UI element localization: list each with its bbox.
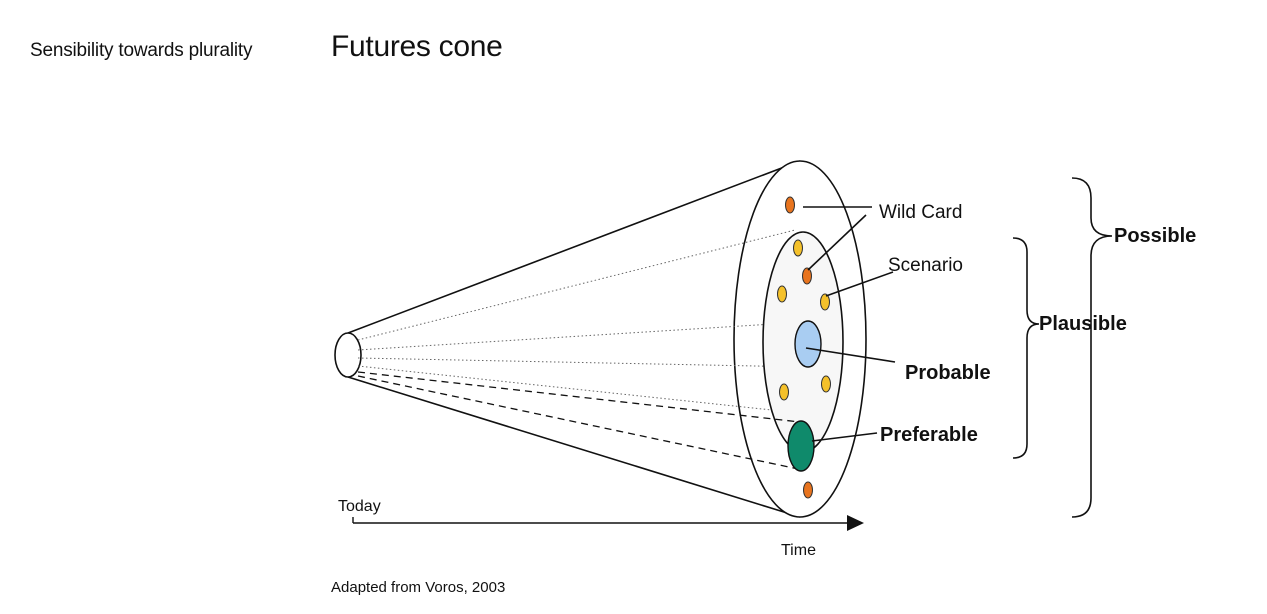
time-label: Time [781,542,816,559]
leader-lines [803,206,896,442]
scenario-dot [820,293,830,311]
section-label: Sensibility towards plurality [30,40,253,61]
time-axis [352,515,864,531]
today-label: Today [338,498,381,515]
wild-card-dot [802,267,812,285]
wild-card-markers [785,196,813,499]
time-arrow-head [847,515,864,531]
cone-outline [334,160,801,518]
wild-card-dot [785,196,795,214]
wild-card-dot [803,481,813,499]
scenario-dot [821,375,831,393]
probable-region [794,320,822,368]
scenario-label: Scenario [888,255,963,276]
preferable-lines [357,371,804,471]
scenario-dot [793,239,803,257]
page-title: Futures cone [331,30,503,63]
scenario-markers [777,239,831,401]
possible-label: Possible [1114,225,1196,247]
wild-card-label: Wild Card [879,202,962,223]
possible-brace [1071,177,1113,518]
preferable-region [787,420,815,472]
probable-label: Probable [905,362,991,384]
plausible-label: Plausible [1039,313,1127,335]
projection-lines [357,229,806,414]
scenario-dot [779,383,789,401]
cone-apex [334,332,362,378]
plausible-brace [1012,237,1040,459]
preferable-label: Preferable [880,424,978,446]
caption: Adapted from Voros, 2003 [331,579,506,596]
scenario-dot [777,285,787,303]
